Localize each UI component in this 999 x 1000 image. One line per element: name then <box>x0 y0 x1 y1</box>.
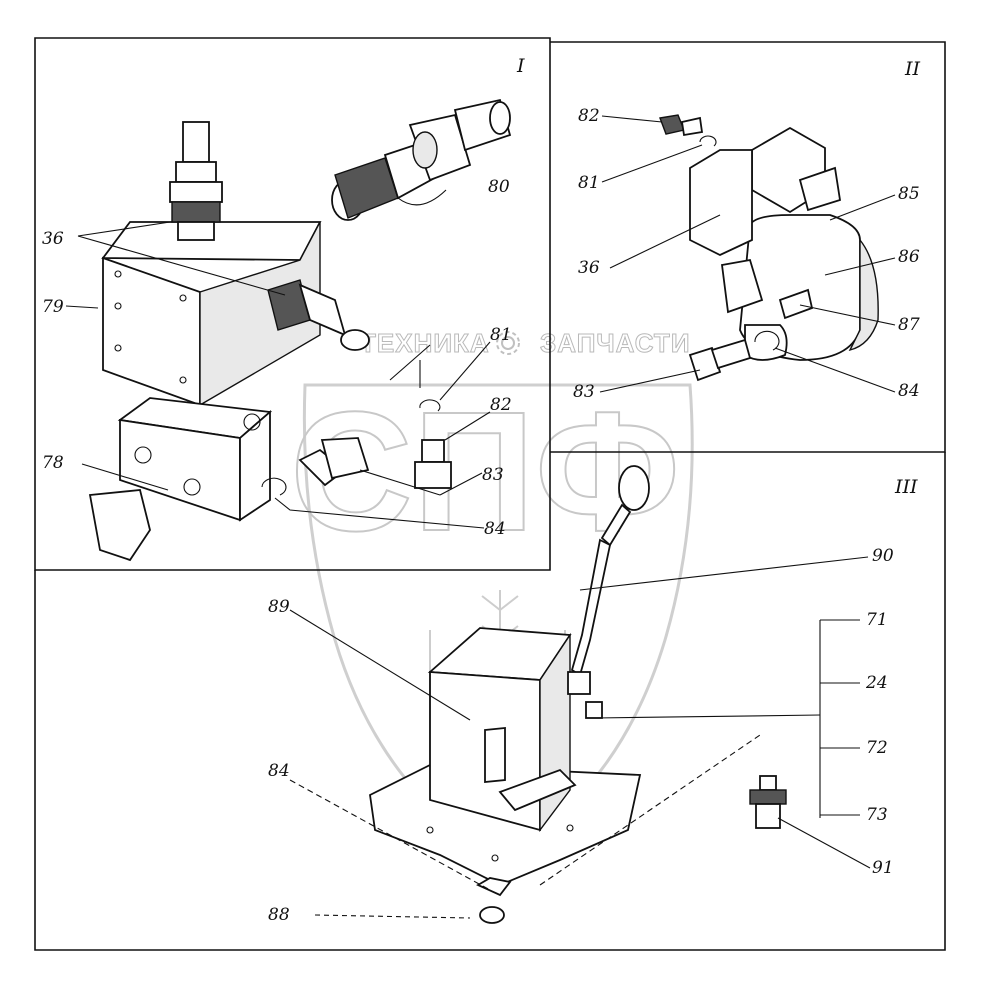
callout-82-panel-two: 82 <box>578 106 600 126</box>
callout-90: 90 <box>872 546 894 566</box>
side-fitting-36 <box>267 279 370 351</box>
union-80 <box>331 98 512 221</box>
bracket-78 <box>88 397 273 562</box>
callout-87: 87 <box>898 315 920 335</box>
washer-nut-88 <box>476 877 512 924</box>
watermark-gear-icon <box>496 331 520 355</box>
callout-86: 86 <box>898 247 920 267</box>
panel-frames <box>34 37 946 951</box>
callout-89: 89 <box>268 597 290 617</box>
callout-81-panel-one: 81 <box>490 325 512 345</box>
callout-91: 91 <box>872 858 894 878</box>
callout-83-panel-two: 83 <box>573 382 595 402</box>
leader-lines-panel-three <box>289 556 871 919</box>
callout-73: 73 <box>866 805 888 825</box>
panel-label-three: III <box>894 476 918 498</box>
callout-84-panel-two: 84 <box>898 381 920 401</box>
callout-84-panel-one: 84 <box>484 519 506 539</box>
control-base-89 <box>369 627 642 886</box>
callout-84-panel-three: 84 <box>268 761 290 781</box>
watermark-left-text: ТЕХНИКА <box>360 328 490 358</box>
callout-88: 88 <box>268 905 290 925</box>
callout-85: 85 <box>898 184 920 204</box>
bolt-82-panel-two <box>659 114 704 137</box>
bolt-83 <box>298 437 370 487</box>
callout-83-panel-one: 83 <box>482 465 504 485</box>
top-fitting-36 <box>169 121 223 241</box>
snap-ring-84-panel-two <box>754 330 780 351</box>
callout-71: 71 <box>866 610 888 630</box>
valve-assembly-86 <box>689 126 879 361</box>
callout-79: 79 <box>42 297 64 317</box>
leader-lines-panel-one <box>65 189 491 529</box>
callout-36-panel-one: 36 <box>42 229 64 249</box>
panel-label-one: I <box>516 55 525 77</box>
callout-24: 24 <box>865 673 888 693</box>
fitting-91 <box>749 775 787 829</box>
callout-82-panel-one: 82 <box>490 395 512 415</box>
valve-housing-79 <box>101 221 322 407</box>
bolt-82 <box>414 439 452 489</box>
callout-80: 80 <box>488 177 510 197</box>
panel-label-two: II <box>904 58 921 80</box>
snap-ring-81-panel-two <box>699 135 717 147</box>
callout-78: 78 <box>42 453 64 473</box>
leader-lines-panel-two <box>599 115 896 393</box>
watermark-right-text: ЗАПЧАСТИ <box>540 328 691 358</box>
callout-72: 72 <box>866 738 888 758</box>
callout-36-panel-two: 36 <box>578 258 600 278</box>
callout-81-panel-two: 81 <box>578 173 600 193</box>
snap-ring-81-84 <box>261 399 441 496</box>
control-lever-90 <box>567 465 650 719</box>
bolt-83-panel-two <box>688 338 752 382</box>
